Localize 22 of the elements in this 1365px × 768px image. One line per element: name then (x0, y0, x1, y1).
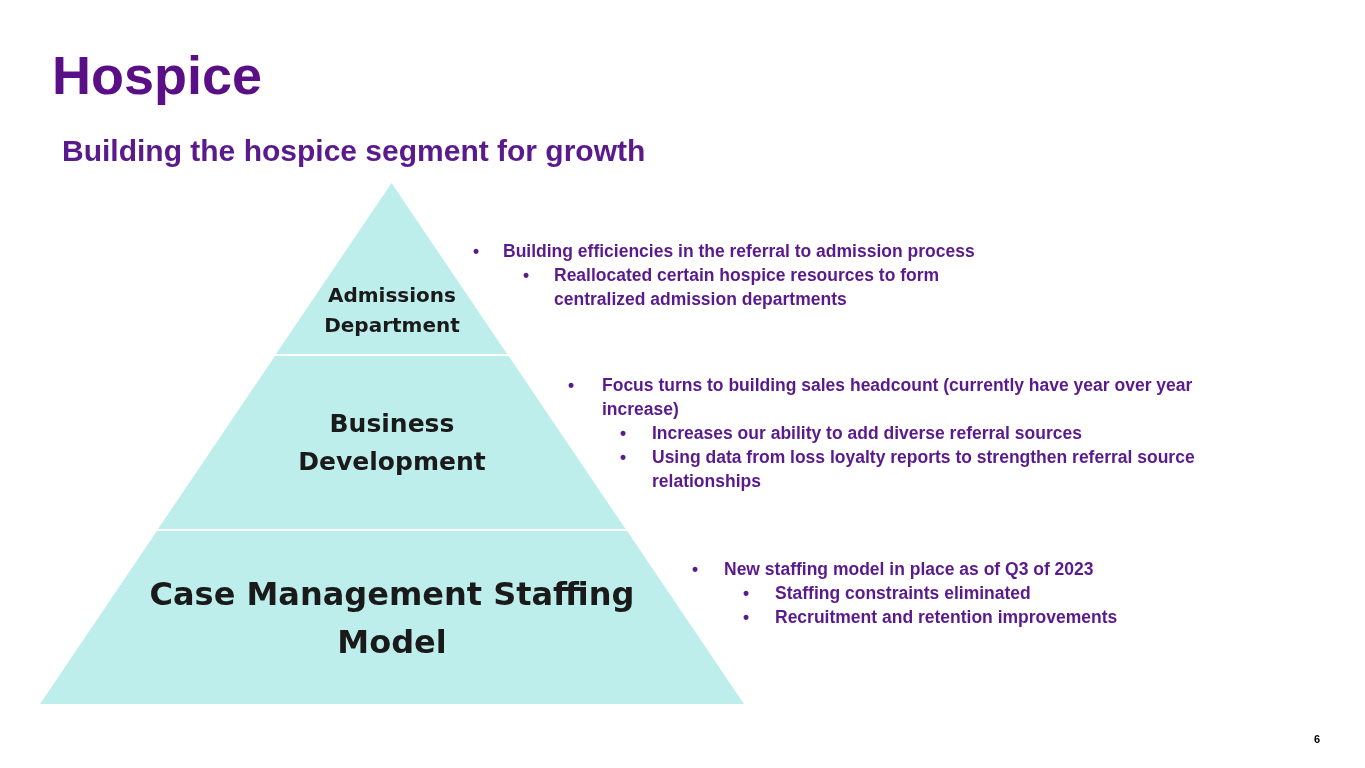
bullet-text: Using data from loss loyalty reports to strengthen referral source relationships (652, 446, 1196, 493)
page-number: 6 (1312, 733, 1320, 745)
bullet-mark: • (743, 582, 751, 605)
bullet-mark: • (692, 558, 700, 581)
bullet-mark: • (743, 606, 751, 629)
tier-label: Case Management Staffing Model (148, 573, 636, 663)
bullet-text: Recruitment and retention improvements (775, 606, 1119, 629)
bullet-mark: • (620, 422, 628, 445)
slide-title: Hospice (52, 44, 263, 106)
bullet-text: Staffing constraints eliminated (775, 582, 1032, 605)
tier-label: Admissions Department (323, 282, 461, 339)
bullet-text: New staffing model in place as of Q3 of 2023 (724, 558, 1095, 581)
bullet-mark: • (473, 240, 481, 263)
bullet-mark: • (620, 446, 628, 469)
bullet-text: Reallocated certain hospice resources to form centralized admission departments (554, 264, 941, 311)
bullet-text: Building efficiencies in the referral to admission process (503, 240, 976, 263)
slide-subtitle: Building the hospice segment for growth (62, 134, 646, 168)
bullet-text: Increases our ability to add diverse referral sources (652, 422, 1083, 445)
bullet-text: Focus turns to building sales headcount (currently have year over year increase) (602, 374, 1194, 421)
bullet-mark: • (568, 374, 576, 397)
bullet-mark: • (523, 264, 531, 287)
tier-label: Business Development (297, 408, 487, 478)
